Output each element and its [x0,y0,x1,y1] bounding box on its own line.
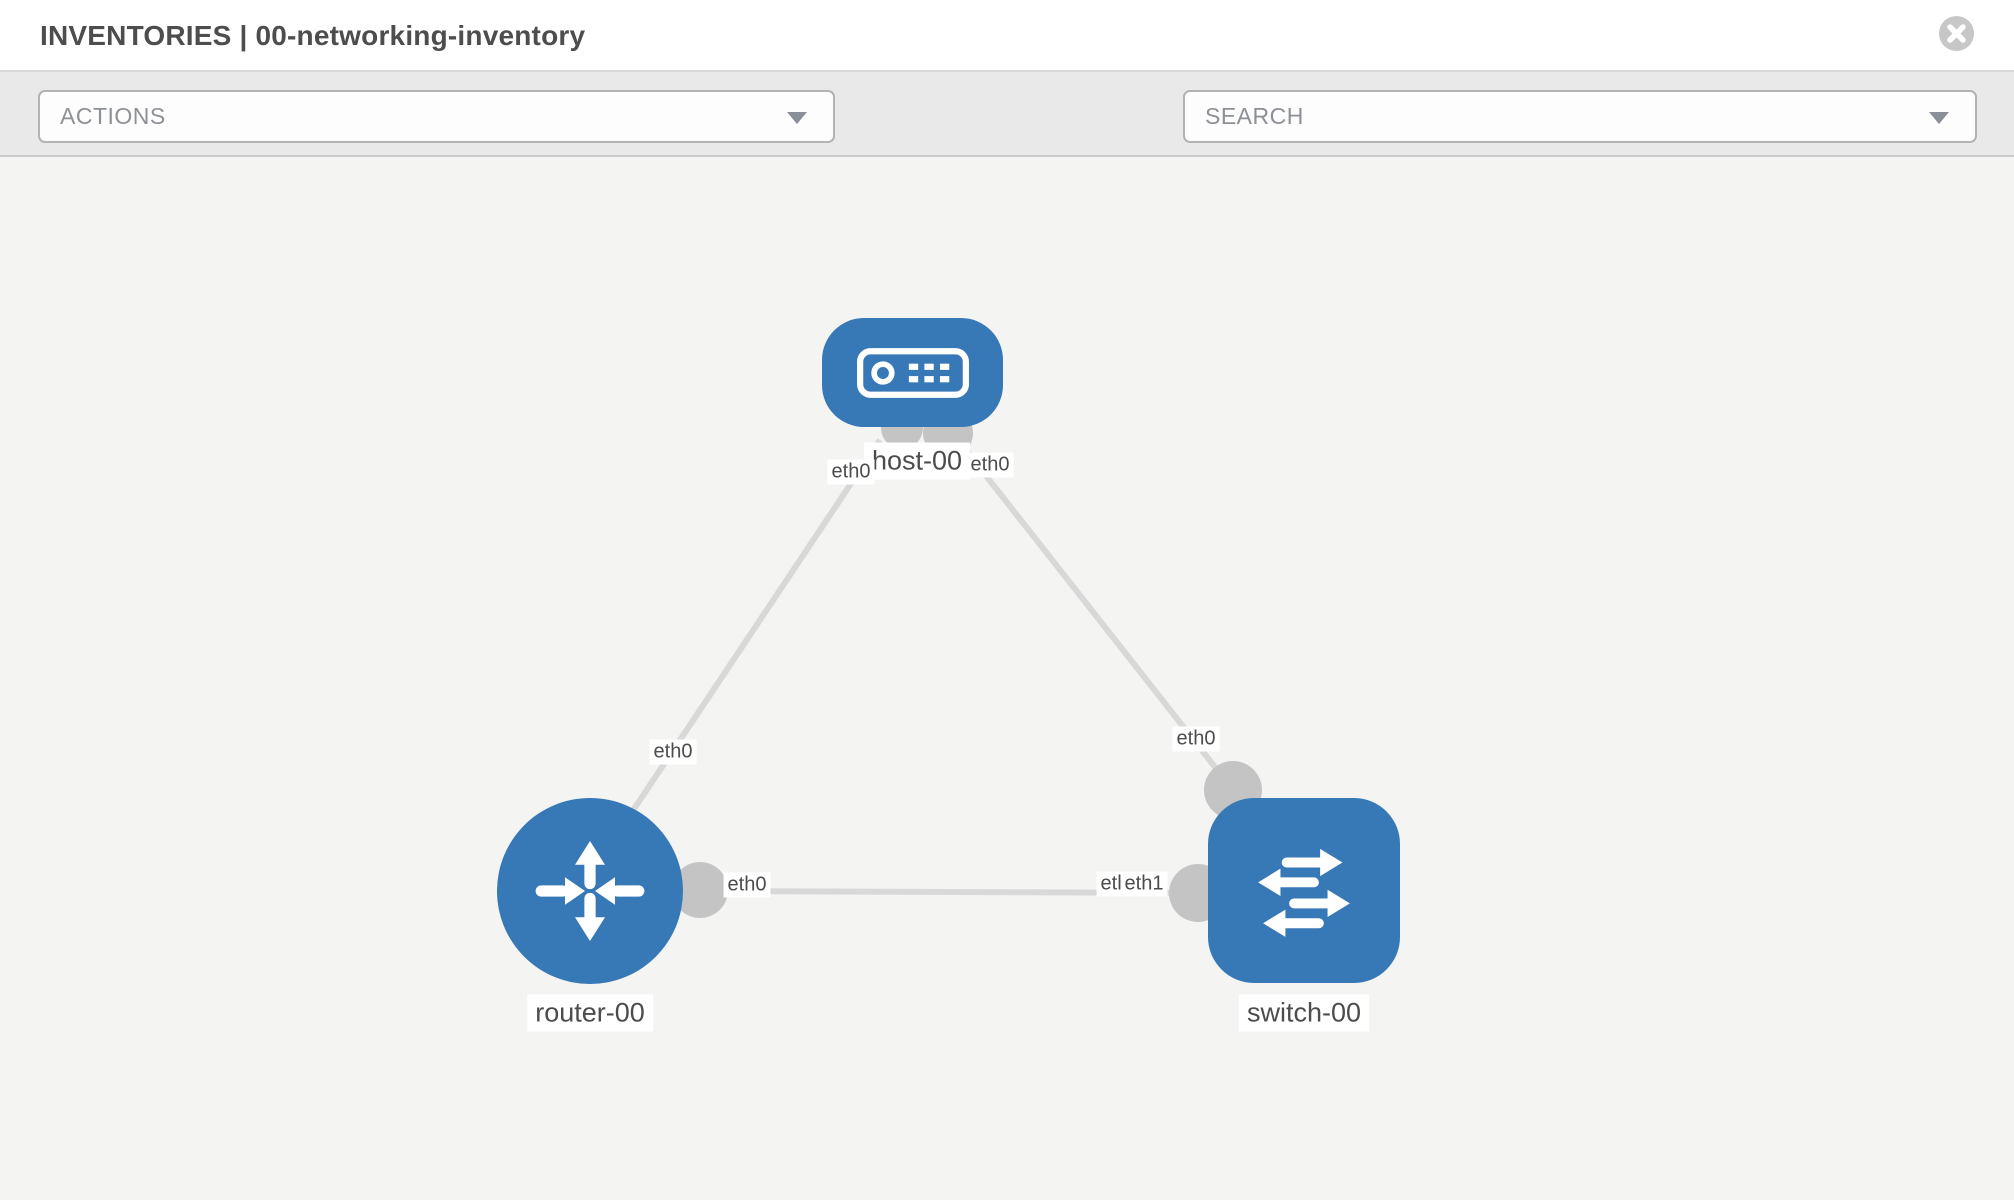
actions-dropdown-label: ACTIONS [60,103,166,129]
node-switch-00[interactable] [1208,798,1400,983]
page-title: INVENTORIES | 00-networking-inventory [40,20,586,51]
caret-down-icon [1929,112,1949,124]
interface-label-router-switch-near-router: eth0 [723,872,771,898]
search-dropdown[interactable]: SEARCH [1183,90,1977,143]
interface-label-router-switch-near-switch: eth1 [1120,871,1168,897]
links-layer [625,407,1262,922]
switch-icon [1258,848,1350,937]
topology-canvas[interactable]: host-00 router-00 switch-00 eth0 eth0 et… [0,157,2014,1200]
connector-router-eth0 [672,862,728,918]
circle-x-icon [1939,16,1974,51]
close-button[interactable] [1939,16,1974,51]
search-placeholder: SEARCH [1205,103,1304,129]
interface-label-router-host-near-router: eth0 [649,739,697,765]
interface-label-host-switch-near-switch: eth0 [1172,726,1220,752]
caret-down-icon [787,112,807,124]
interface-label-router-host-near-host: eth0 [827,459,875,485]
node-label-host: host-00 [863,442,971,480]
node-label-switch: switch-00 [1238,994,1370,1032]
actions-dropdown[interactable]: ACTIONS [38,90,835,143]
node-label-router: router-00 [527,994,653,1032]
host-icon [856,347,969,398]
window-header: INVENTORIES | 00-networking-inventory [0,0,2014,72]
toolbar: ACTIONS SEARCH [0,72,2014,206]
router-icon [535,841,645,941]
interface-label-host-switch-near-host: eth0 [966,452,1014,478]
node-router-00[interactable] [497,798,683,984]
node-host-00[interactable] [822,318,1003,427]
